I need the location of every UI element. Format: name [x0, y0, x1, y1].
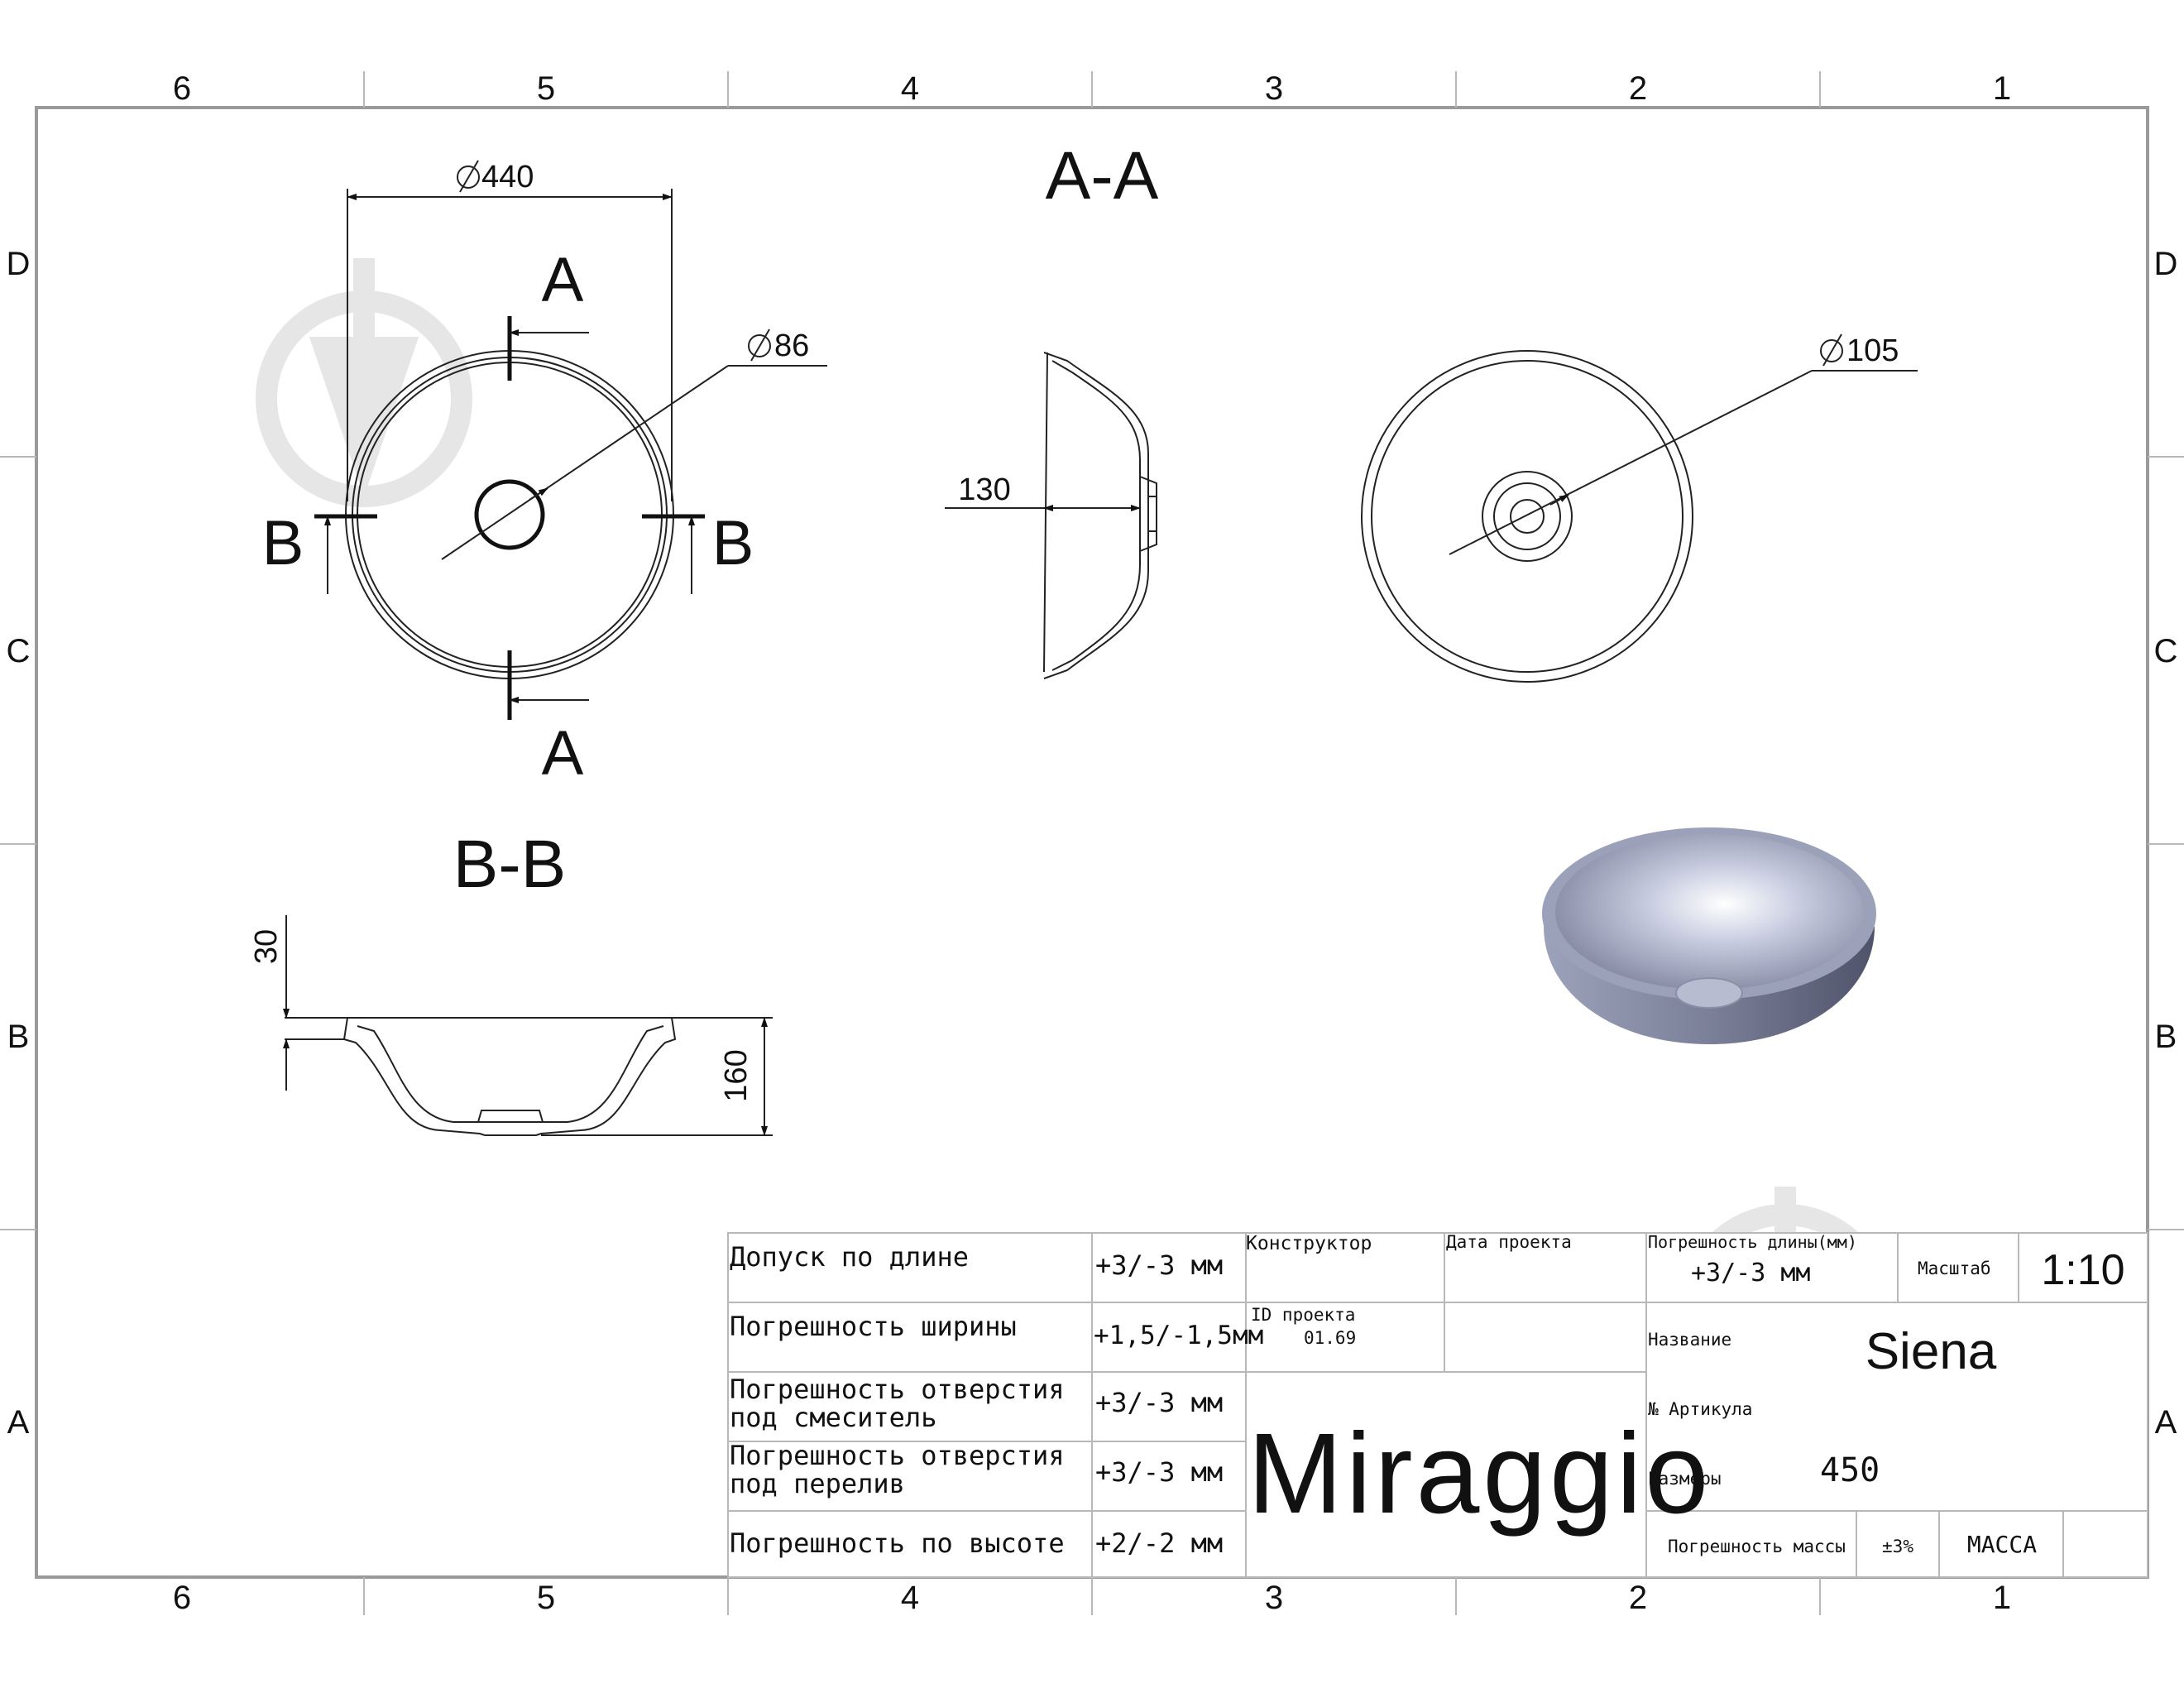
tolerance-label: под перелив: [730, 1468, 905, 1499]
designer-label: Конструктор: [1246, 1233, 1372, 1254]
top-view: 440 86 A A B B: [262, 160, 827, 789]
dim-depth: 130: [958, 472, 1010, 507]
length-tolerance-value: +3/-3 мм: [1691, 1259, 1811, 1288]
mass-label: МАССА: [1967, 1531, 2037, 1558]
col-label-bottom: 3: [1265, 1580, 1283, 1616]
col-label-top: 2: [1629, 70, 1647, 107]
tolerance-value: +3/-3 мм: [1095, 1249, 1223, 1281]
diameter-symbol-icon: [748, 328, 771, 362]
col-label-bottom: 5: [537, 1580, 555, 1616]
row-label-left: B: [7, 1019, 30, 1055]
row-label-right: A: [2155, 1404, 2177, 1441]
dim-diameter-drain: 86: [774, 328, 809, 363]
tolerance-label: Допуск по длине: [730, 1241, 969, 1273]
col-label-top: 1: [1993, 70, 2011, 107]
section-a-label-bottom: A: [542, 718, 584, 789]
section-b-label-left: B: [262, 508, 304, 578]
project-id-value: 01.69: [1304, 1328, 1356, 1348]
tolerance-label: под смеситель: [730, 1402, 936, 1433]
size-label: Размеры: [1648, 1469, 1722, 1489]
row-label-left: D: [7, 246, 31, 282]
col-label-top: 6: [173, 70, 191, 107]
article-label: № Артикула: [1647, 1399, 1752, 1419]
dim-height: 160: [719, 1049, 754, 1101]
dim-rim: 30: [249, 929, 284, 964]
tolerance-value: +1,5/-1,5мм: [1094, 1321, 1263, 1350]
tolerance-label: Погрешность отверстия: [730, 1440, 1065, 1471]
tolerance-value: +3/-3 мм: [1095, 1456, 1223, 1488]
product-name: Siena: [1866, 1323, 1997, 1380]
project-date-label: Дата проекта: [1446, 1232, 1572, 1252]
row-label-right: D: [2154, 246, 2178, 282]
col-label-top: 4: [901, 70, 919, 107]
section-aa-title: A-A: [1046, 138, 1159, 213]
section-bb-title: B-B: [453, 827, 567, 902]
row-label-left: A: [7, 1404, 30, 1441]
length-tolerance-label: Погрешность длины(мм): [1648, 1232, 1857, 1252]
basin-3d-render: [1542, 827, 1876, 1044]
row-label-left: C: [7, 633, 31, 669]
diameter-symbol-icon: [457, 160, 480, 193]
tolerance-value: +2/-2 мм: [1095, 1527, 1223, 1559]
section-aa-view: A-A 130: [945, 138, 1159, 679]
col-label-bottom: 2: [1629, 1580, 1647, 1616]
column-labels: 6 5 4 3 2 1 6 5 4 3 2 1: [173, 70, 2011, 1616]
row-labels: D C B A D C B A: [7, 246, 2178, 1441]
col-label-bottom: 4: [901, 1580, 919, 1616]
col-label-top: 3: [1265, 70, 1283, 107]
dim-diameter-outlet: 105: [1846, 333, 1899, 368]
tolerance-value: +3/-3 мм: [1095, 1387, 1223, 1418]
section-a-label-top: A: [542, 245, 584, 315]
tolerance-label: Погрешность ширины: [730, 1311, 1017, 1342]
scale-value: 1:10: [2041, 1246, 2124, 1294]
tolerance-label: Погрешность отверстия: [730, 1374, 1065, 1405]
watermark-icon: [256, 258, 472, 507]
section-bb-view: B-B 30 160: [249, 827, 773, 1136]
row-label-right: C: [2154, 633, 2178, 669]
brand-logo-text: Miraggio: [1248, 1410, 1712, 1537]
col-label-bottom: 1: [1993, 1580, 2011, 1616]
title-block: Допуск по длине +3/-3 мм Погрешность шир…: [727, 1232, 2148, 1578]
dim-diameter-outer: 440: [481, 160, 534, 194]
scale-label: Масштаб: [1918, 1259, 1991, 1278]
bottom-view: 105: [1361, 333, 1918, 683]
name-label: Название: [1648, 1330, 1731, 1350]
tolerance-label: Погрешность по высоте: [730, 1527, 1065, 1559]
mass-tolerance-value: ±3%: [1882, 1537, 1913, 1556]
project-id-label: ID проекта: [1251, 1305, 1355, 1325]
size-value: 450: [1820, 1451, 1880, 1489]
section-b-label-right: B: [712, 508, 754, 578]
col-label-top: 5: [537, 70, 555, 107]
diameter-symbol-icon: [1820, 333, 1843, 367]
mass-tolerance-label: Погрешность массы: [1668, 1537, 1846, 1556]
row-label-right: B: [2155, 1019, 2177, 1055]
col-label-bottom: 6: [173, 1580, 191, 1616]
